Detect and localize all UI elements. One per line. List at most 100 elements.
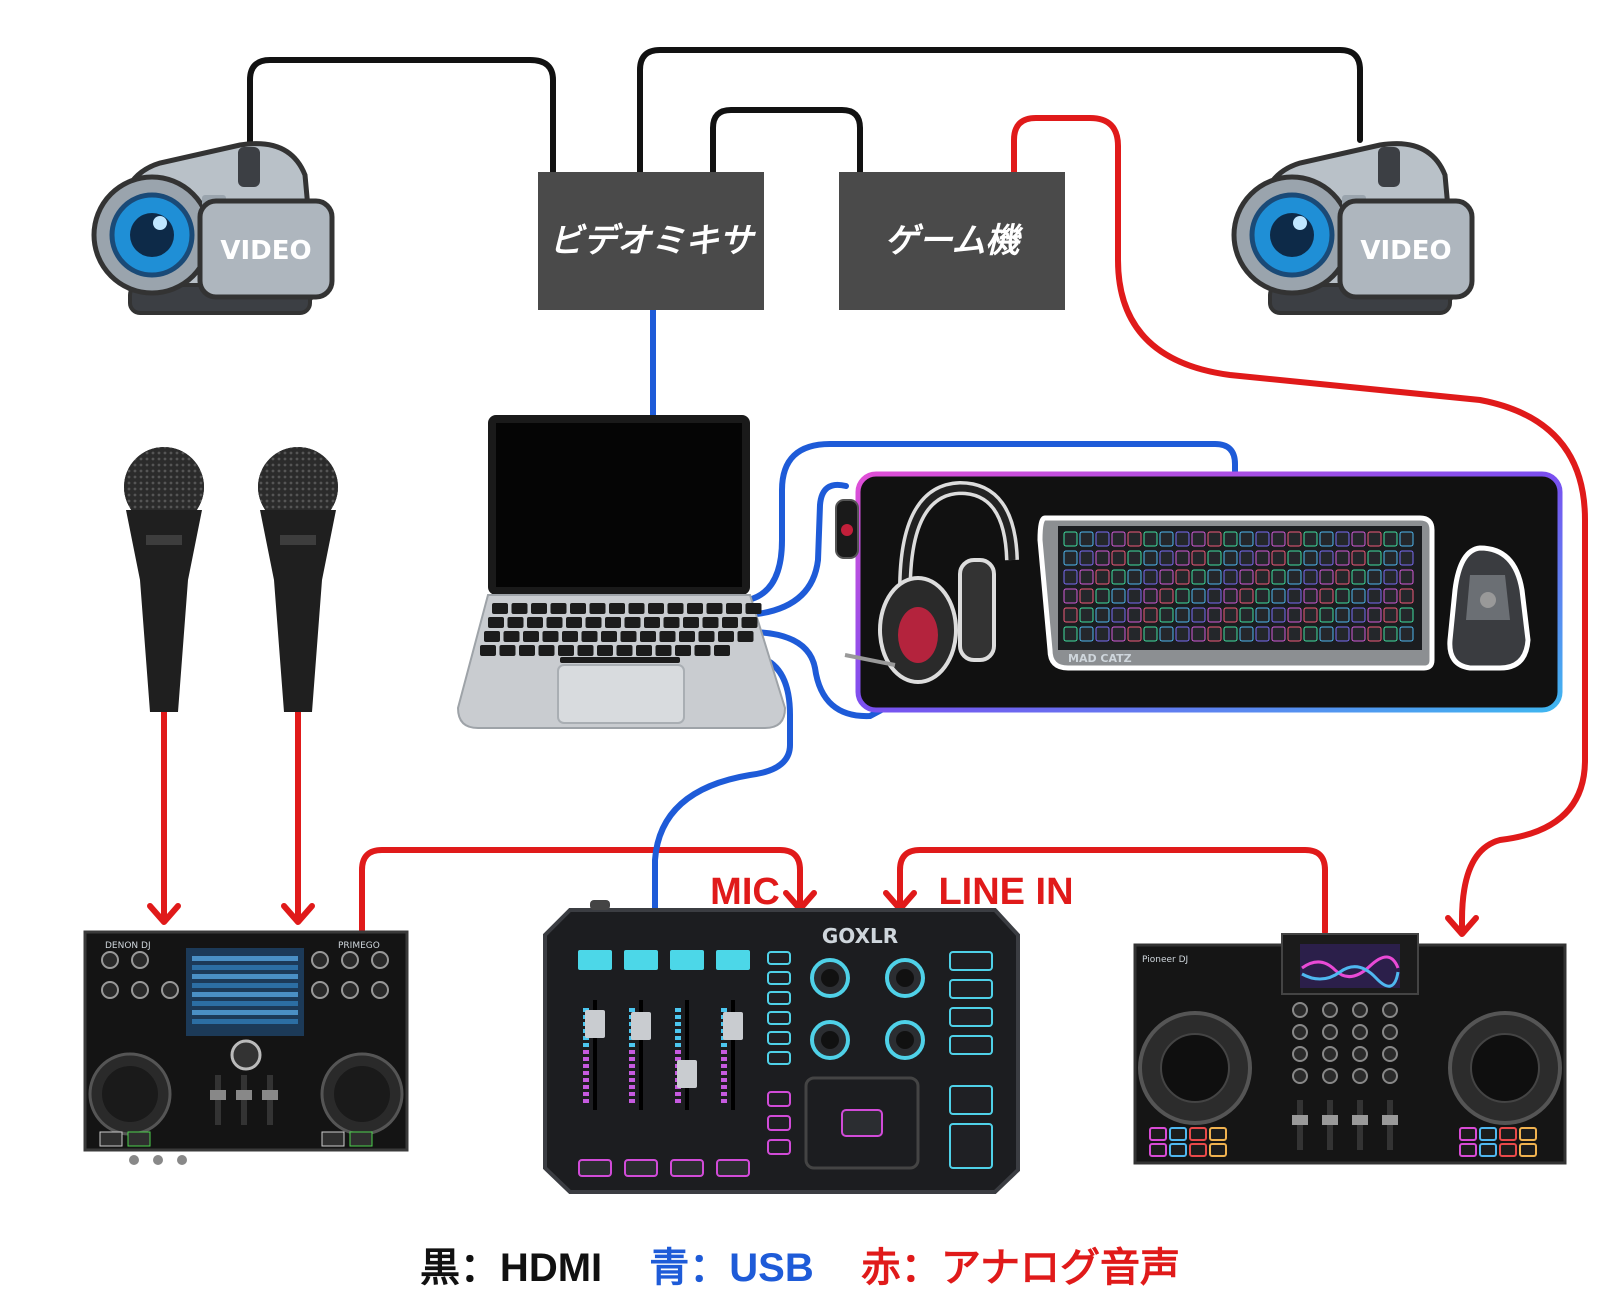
keyboard-brand-label: MAD CATZ [1068, 652, 1132, 665]
keyboard-key [1319, 626, 1334, 642]
level-meter-led [721, 1064, 727, 1068]
keyboard-key [1127, 626, 1142, 642]
mute-button [670, 1159, 704, 1177]
knob-icon [341, 951, 359, 969]
laptop-key [698, 631, 715, 642]
laptop-key [581, 631, 598, 642]
keyboard-key [1143, 588, 1158, 604]
keyboard-key [1287, 588, 1302, 604]
keyboard-key [1079, 588, 1094, 604]
fader-cap [236, 1090, 252, 1100]
mixer-knob-icon [1322, 1002, 1338, 1018]
bleep-button [949, 1085, 993, 1115]
pioneer-mixer-section [1292, 1002, 1398, 1150]
analog-cable-pioneer-to-line-in [897, 847, 1328, 935]
fader-cap [1292, 1115, 1308, 1125]
preset-button [767, 951, 791, 965]
laptop-key [507, 617, 524, 628]
keyboard-key [1367, 569, 1382, 585]
performance-pad [1519, 1143, 1537, 1157]
keyboard-key [1255, 550, 1270, 566]
goxlr-buttons [767, 951, 993, 1169]
effect-button [949, 1035, 993, 1055]
denon-knobs [101, 951, 389, 1125]
keyboard-key [1143, 550, 1158, 566]
preset-button [767, 971, 791, 985]
keyboard-key [1335, 626, 1350, 642]
laptop-key [585, 617, 602, 628]
laptop-key [542, 631, 559, 642]
level-meter-led [675, 1092, 681, 1096]
audio-mixer-goxlr: GOXLR [543, 900, 1020, 1194]
mixer-knob-icon [1382, 1024, 1398, 1040]
line-in-input-label: LINE IN [938, 871, 1073, 913]
keyboard-key [1127, 607, 1142, 623]
performance-pad [1209, 1143, 1227, 1157]
fader-track [731, 1000, 735, 1110]
keyboard-key [1367, 626, 1382, 642]
keyboard-key [1111, 607, 1126, 623]
screen-row [192, 1019, 298, 1024]
keyboard-key [1287, 569, 1302, 585]
level-meter-led [629, 1043, 635, 1047]
laptop-keyboard [480, 603, 762, 663]
keyboard-key [1383, 607, 1398, 623]
knob-icon [161, 981, 179, 999]
level-meter-led [629, 1099, 635, 1103]
keyboard-key [1239, 588, 1254, 604]
knob-center [896, 969, 914, 987]
screen-row [192, 1001, 298, 1006]
keyboard-key [1255, 607, 1270, 623]
legend-analog: 赤：アナログ音声 [860, 1246, 1181, 1290]
keyboard-key [1367, 607, 1382, 623]
keyboard-key [1175, 531, 1190, 547]
keyboard-key [1159, 550, 1174, 566]
keyboard-key [1351, 569, 1366, 585]
performance-pad [1499, 1143, 1517, 1157]
keyboard-key [1271, 626, 1286, 642]
keyboard-key [1191, 588, 1206, 604]
performance-pad [1499, 1127, 1517, 1141]
level-meter-led [583, 1078, 589, 1082]
keyboard-key [1111, 550, 1126, 566]
keyboard-key [1239, 569, 1254, 585]
laptop-key [550, 603, 567, 614]
keyboard-key [1223, 569, 1238, 585]
performance-pad [1479, 1127, 1497, 1141]
laptop-key [628, 603, 645, 614]
cable-color-legend: 黒：HDMI 青：USB 赤：アナログ音声 [0, 1235, 1600, 1293]
keyboard-key [1255, 531, 1270, 547]
level-meter-led [629, 1085, 635, 1089]
keyboard-key [1351, 550, 1366, 566]
laptop-key [531, 603, 547, 614]
level-meter-led [629, 1057, 635, 1061]
screen-row [192, 956, 298, 961]
denon-brand-label: DENON DJ [105, 941, 151, 951]
keyboard-key [1255, 588, 1270, 604]
laptop-key [694, 645, 711, 656]
fader-cap [1352, 1115, 1368, 1125]
mixer-knob-icon [1382, 1068, 1398, 1084]
keyboard-key [1191, 550, 1206, 566]
knob-icon [101, 951, 119, 969]
laptop-key [718, 631, 734, 642]
keyboard-key [1111, 626, 1126, 642]
level-meter-led [583, 1092, 589, 1096]
fader-cap [723, 1012, 743, 1040]
keyboard-key [1383, 550, 1398, 566]
effect-button [949, 951, 993, 971]
keyboard-key [1127, 550, 1142, 566]
performance-pad [1459, 1143, 1477, 1157]
keyboard-key [1079, 569, 1094, 585]
laptop-key [644, 617, 660, 628]
keyboard-key [1303, 626, 1318, 642]
keyboard-key [1287, 550, 1302, 566]
knob-icon [371, 951, 389, 969]
laptop-key [523, 631, 539, 642]
knob-center [821, 969, 839, 987]
laptop-spacebar [560, 657, 680, 663]
keyboard-key [1271, 531, 1286, 547]
sampler-bank-button [767, 1115, 791, 1131]
laptop-key [683, 617, 699, 628]
